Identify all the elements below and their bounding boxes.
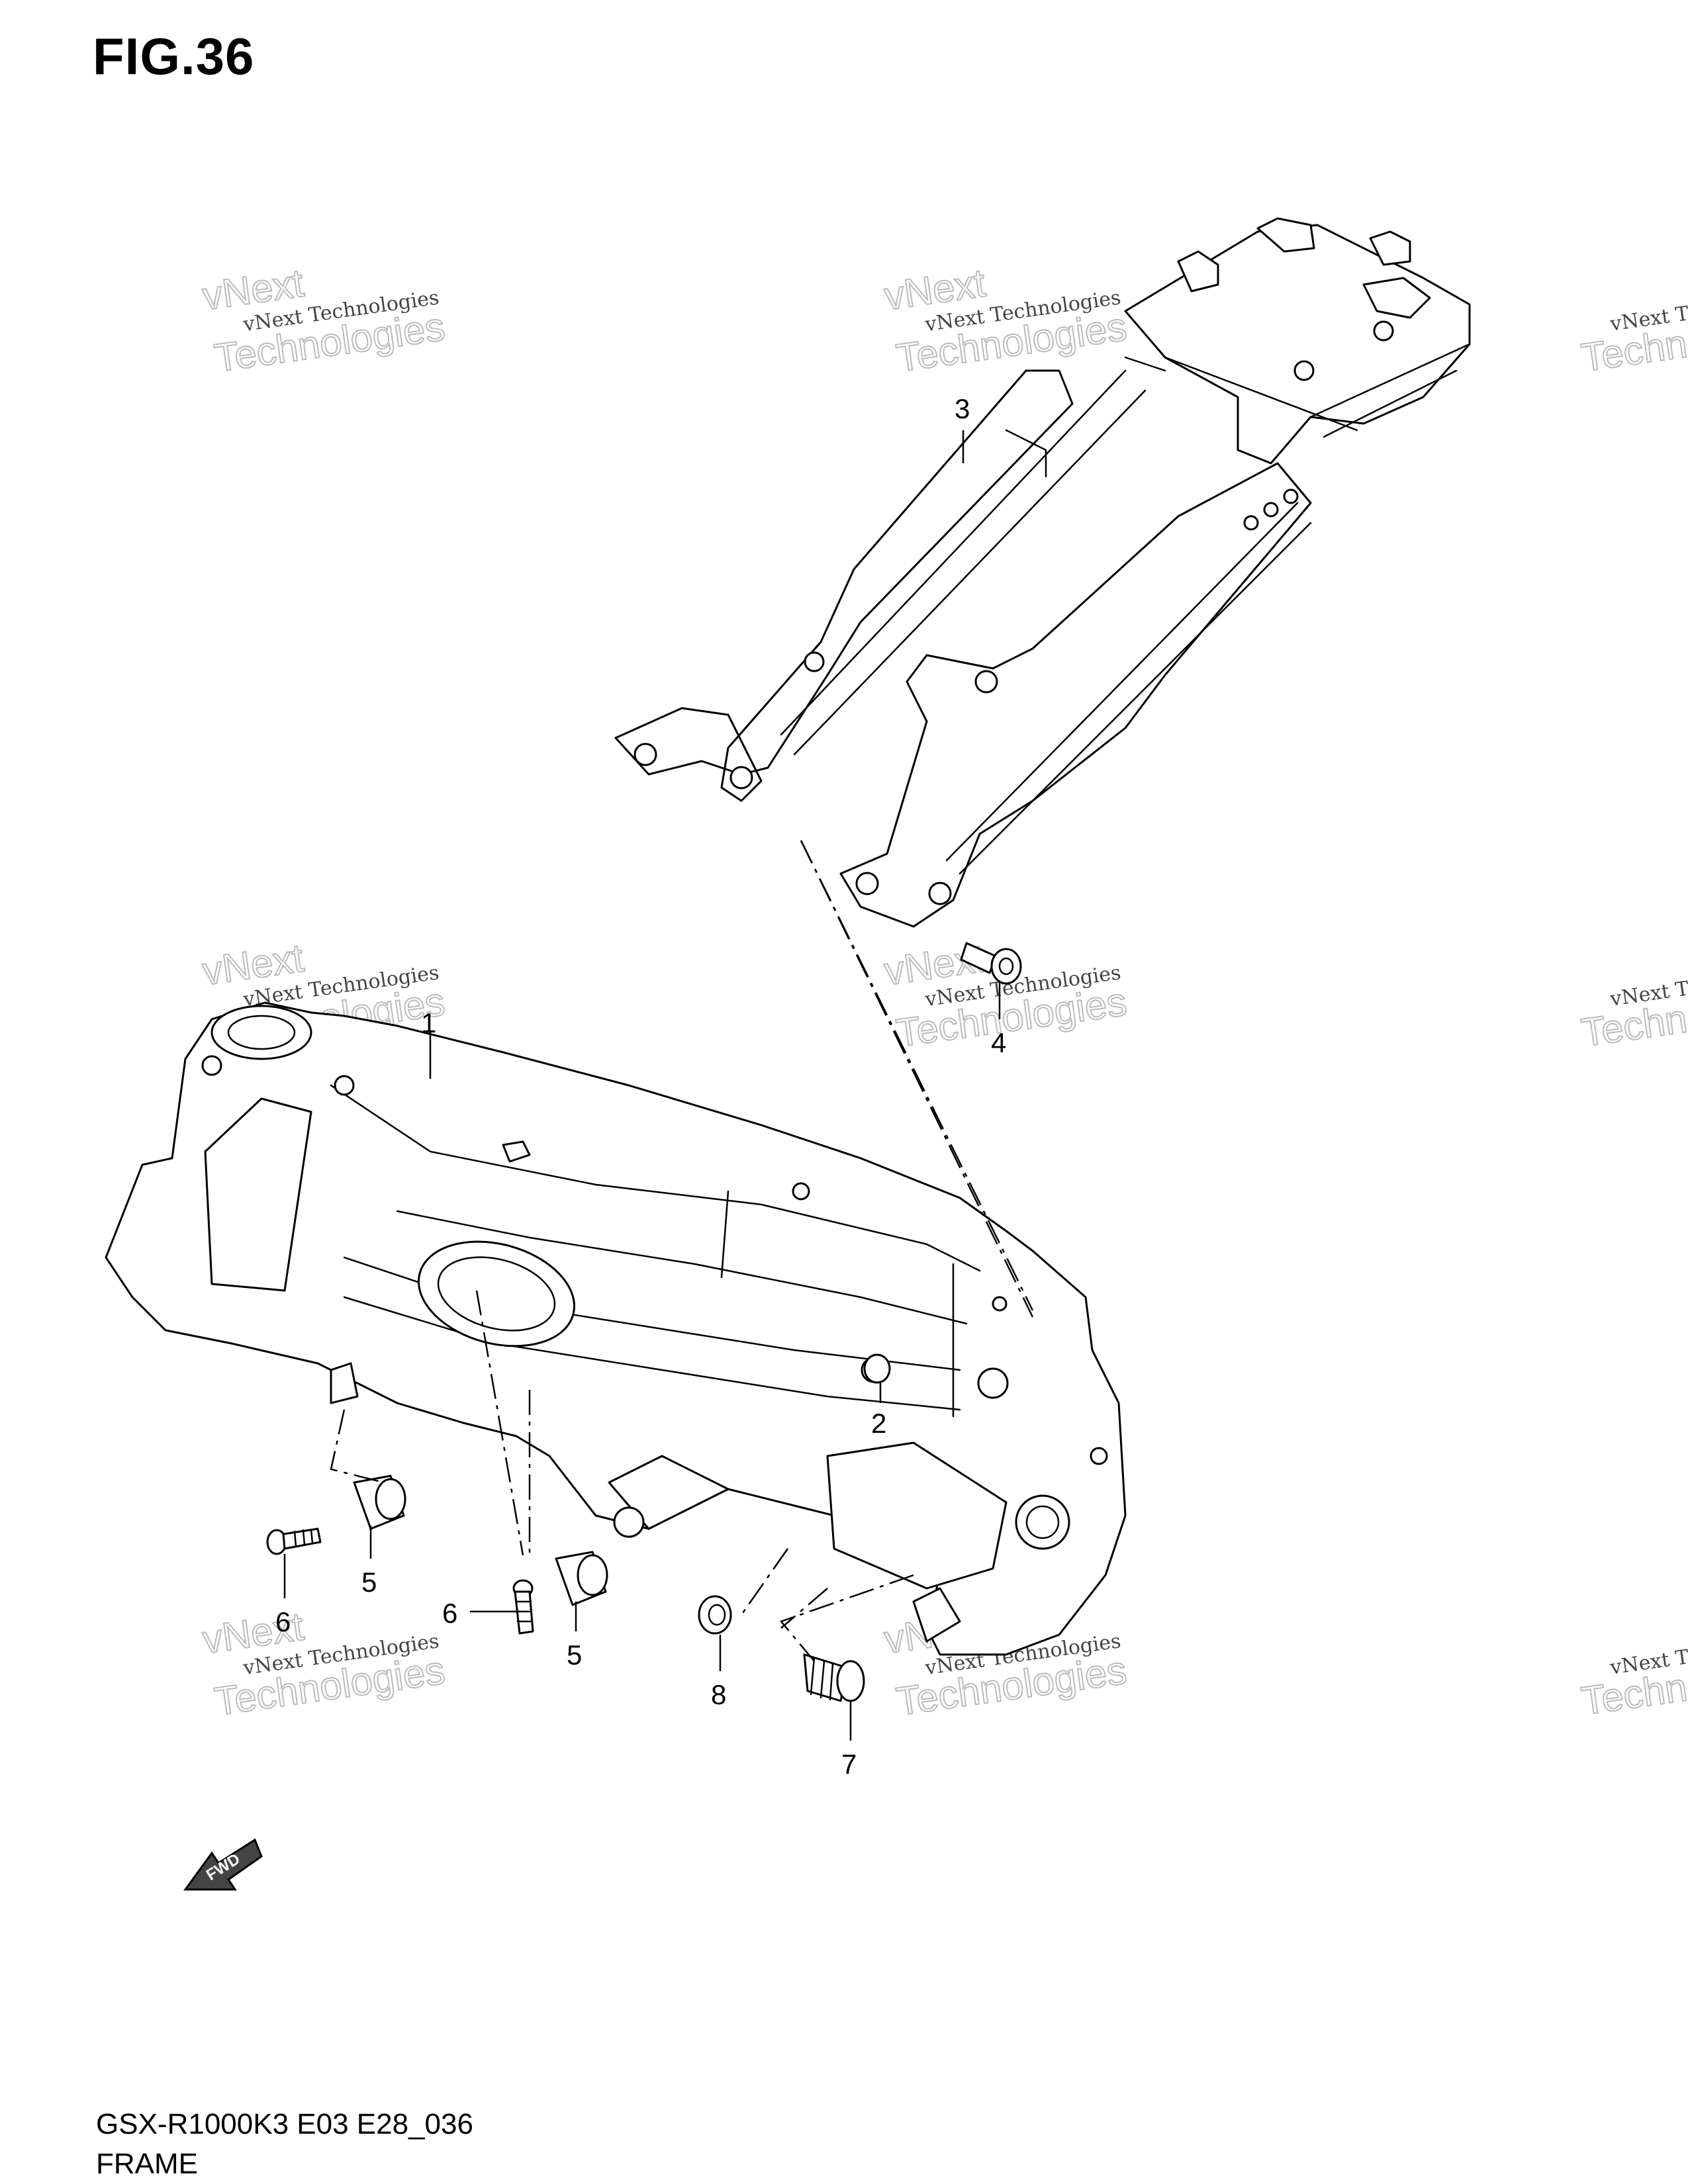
main-frame	[105, 1001, 1127, 1656]
callout-7: 7	[841, 1749, 857, 1780]
spacer-5-left	[353, 1475, 406, 1530]
watermark: vNext Technologies Technologies	[1578, 1629, 1688, 1724]
model-code: GSX-R1000K3 E03 E28_036	[96, 2108, 473, 2140]
callouts: 1 2 3 4 5 5 6 6 7 8	[275, 393, 1006, 1780]
watermark: vNext vNext Technologies Technologies	[199, 260, 448, 381]
callout-6-left: 6	[275, 1606, 291, 1637]
callout-5-right: 5	[567, 1639, 582, 1670]
callout-8: 8	[711, 1679, 726, 1710]
watermark: vNext Technologies Technologies	[1578, 960, 1688, 1056]
watermark: vNext vNext Technologies Technologies	[199, 1604, 448, 1725]
watermark: vNext Technologies Technologies	[1578, 285, 1688, 381]
diagram-name: FRAME	[96, 2148, 198, 2180]
bolt-6-left	[266, 1527, 322, 1555]
seat-rail-frame	[614, 217, 1471, 928]
callout-1: 1	[421, 1007, 436, 1038]
callout-4: 4	[991, 1027, 1006, 1058]
callout-6-right: 6	[442, 1598, 457, 1629]
figure-title: FIG.36	[93, 27, 255, 85]
watermark: vNext vNext Technologies Technologies	[881, 260, 1130, 381]
washer-8	[698, 1595, 732, 1635]
spacer-5-right	[555, 1551, 608, 1606]
callout-2: 2	[871, 1408, 886, 1439]
callout-3: 3	[955, 393, 970, 424]
leader-lines	[283, 430, 1034, 1741]
callout-5-left: 5	[361, 1567, 377, 1598]
plug-2	[863, 1353, 891, 1384]
fwd-arrow-icon: FWD	[183, 1838, 263, 1891]
bolt-4	[960, 942, 1022, 985]
bolt-7	[803, 1653, 865, 1702]
bolt-6-right	[512, 1579, 534, 1635]
